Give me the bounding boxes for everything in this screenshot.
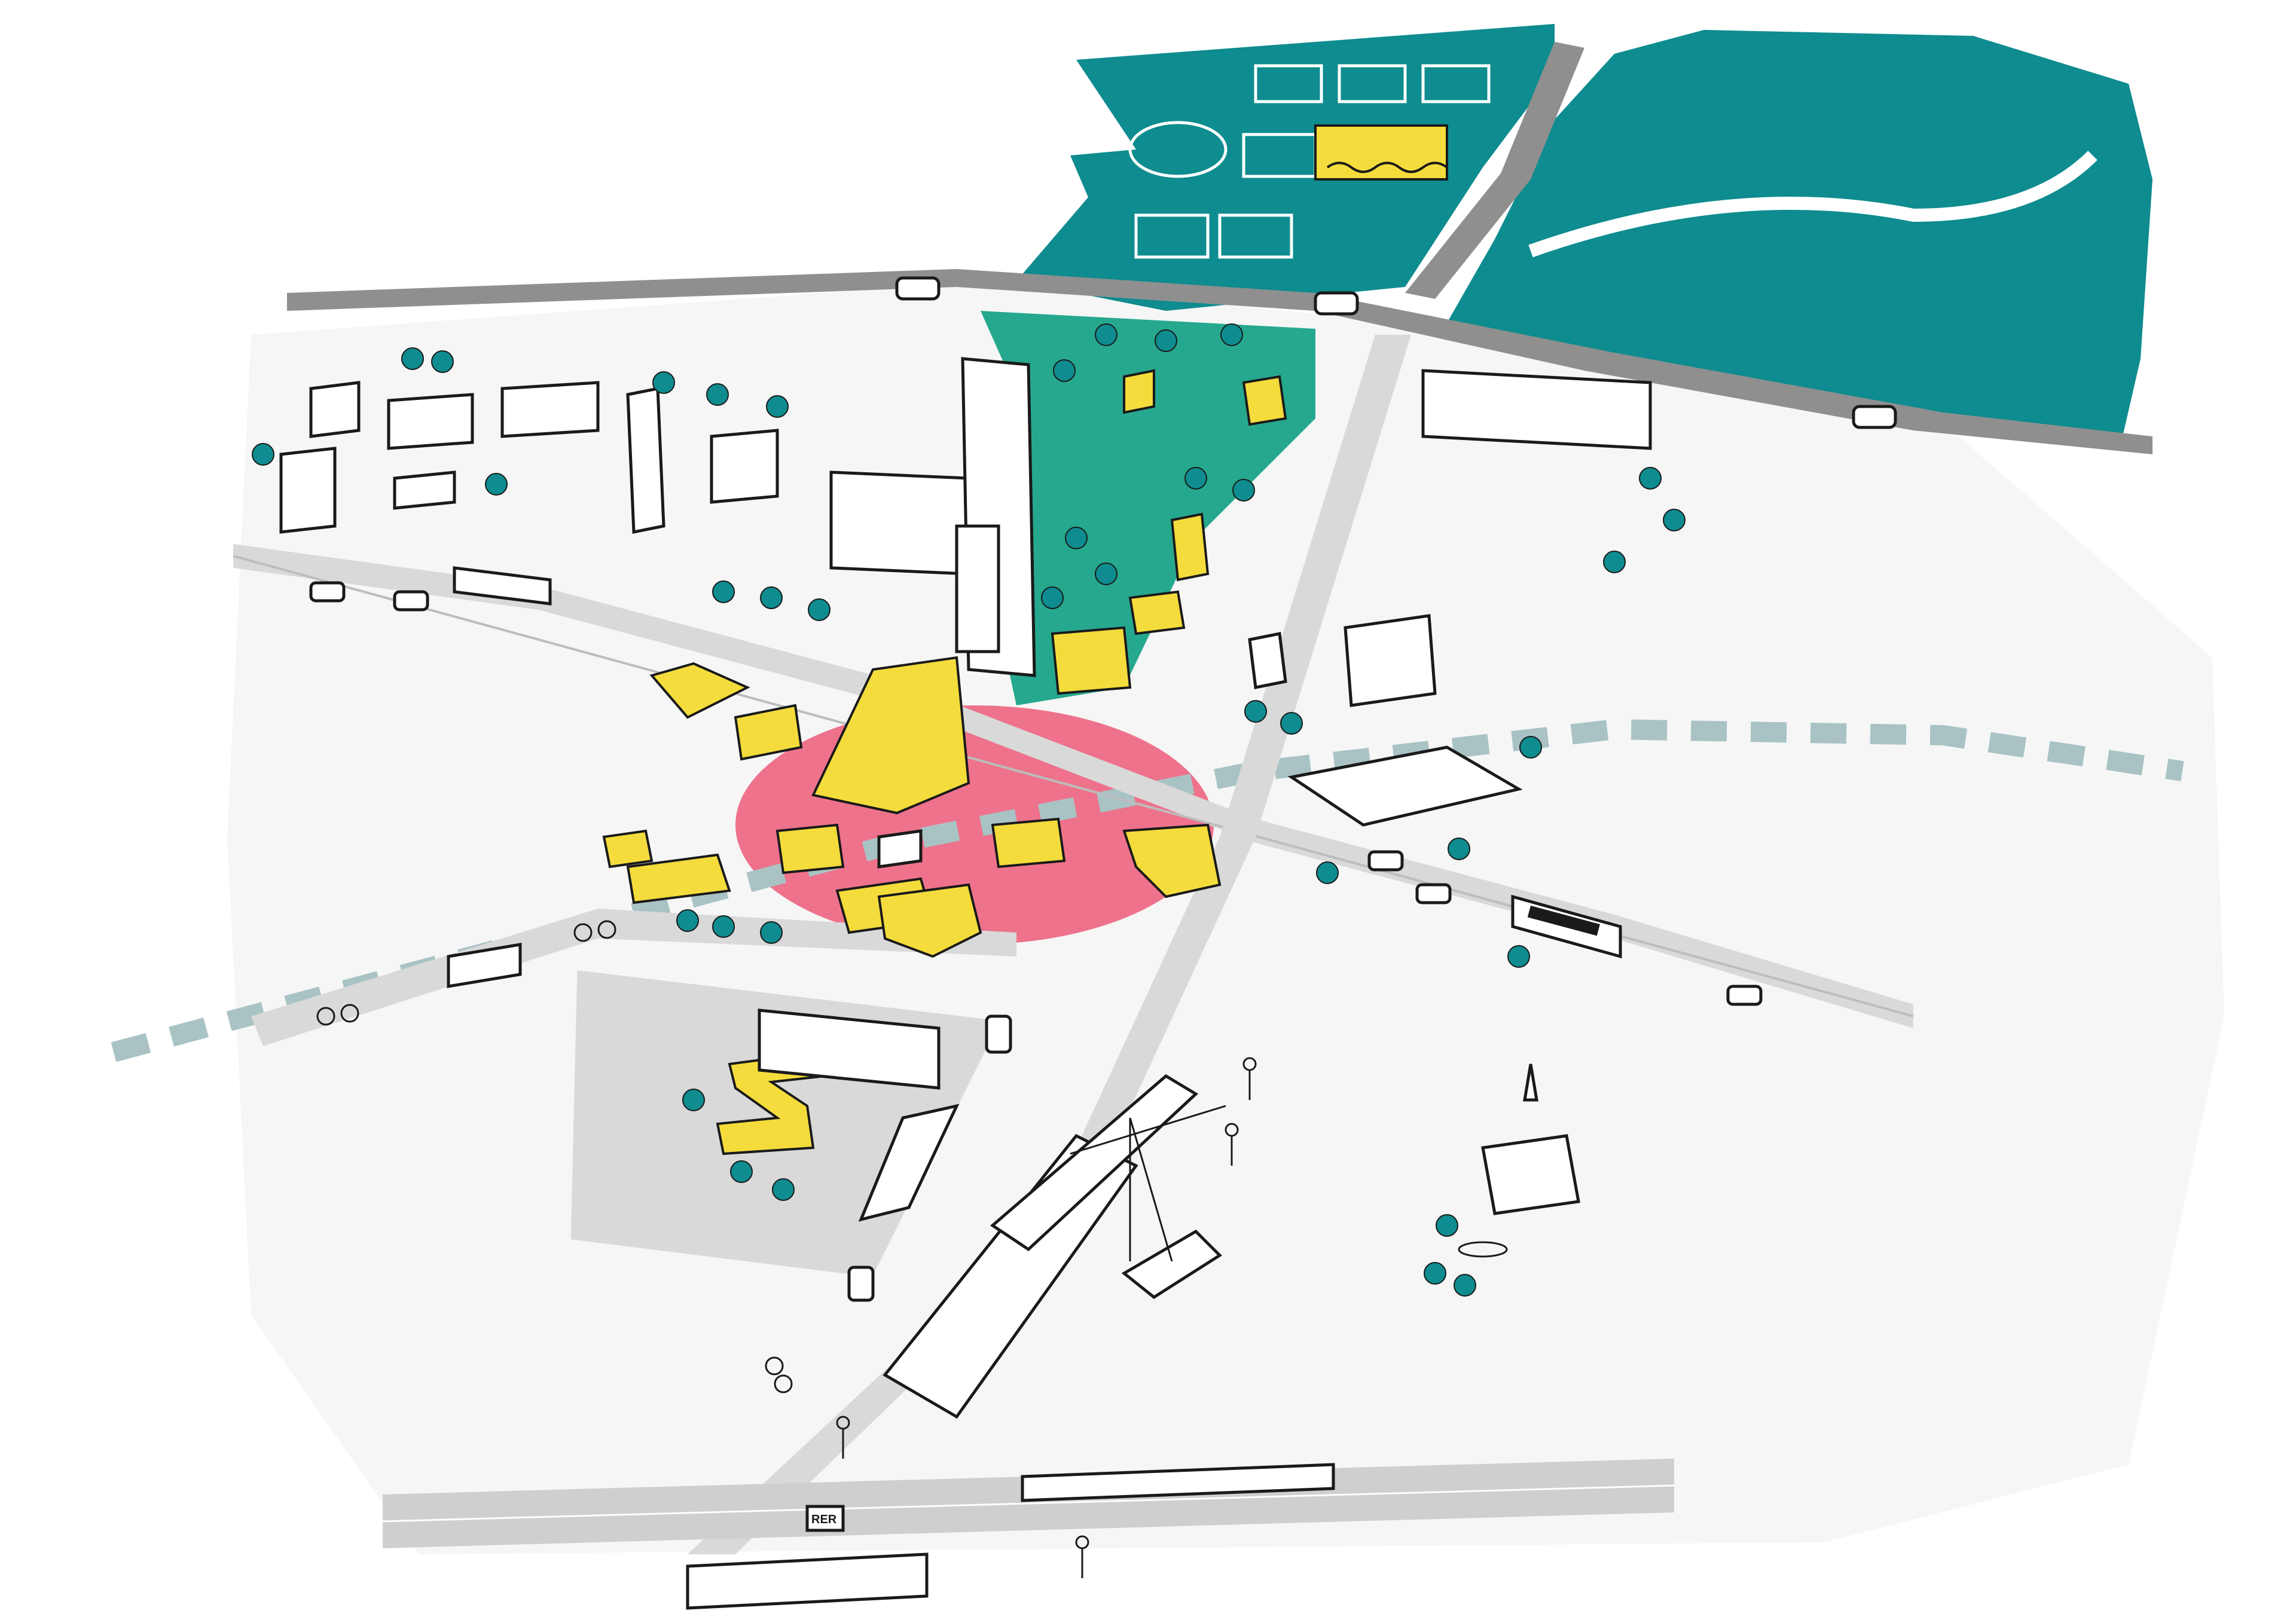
car-icon (1726, 985, 1763, 1006)
tree-icon (1232, 479, 1255, 502)
bicycle-icon (573, 920, 616, 942)
tree-icon (808, 598, 831, 621)
tree-icon (1095, 563, 1118, 585)
tree-icon (1053, 359, 1076, 382)
tree-icon (652, 371, 675, 394)
tree-icon (1244, 700, 1267, 723)
forest-path (1528, 151, 2097, 258)
tree-icon (1184, 467, 1207, 490)
tree-icon (1424, 1262, 1446, 1285)
tree-icon (252, 443, 274, 466)
town-hall-icon (1458, 1063, 1580, 1258)
pedestrian-icon (1075, 1535, 1089, 1578)
car-icon (309, 581, 346, 603)
sports-fields (1128, 64, 1491, 259)
bicycle-icon (765, 1356, 793, 1393)
tree-icon (682, 1089, 705, 1111)
tree-icon (772, 1178, 795, 1201)
crane-icon (1070, 1105, 1226, 1262)
tree-icon (485, 473, 508, 496)
tram-icon (453, 566, 552, 606)
pedestrian-icon (1242, 1057, 1257, 1100)
car-icon (1367, 850, 1404, 872)
tree-icon (1663, 509, 1686, 531)
tree-icon (431, 350, 454, 373)
car-icon (847, 1266, 875, 1302)
tree-icon (712, 915, 735, 938)
tree-icon (1519, 736, 1542, 759)
tree-icon (1603, 551, 1626, 573)
tree-icon (766, 395, 789, 418)
tree-icon (1095, 323, 1118, 346)
tree-icon (1065, 527, 1088, 549)
boulevard (688, 335, 1411, 1554)
tree-icon (1507, 945, 1530, 968)
tree-icon (760, 921, 783, 944)
bicycle-icon (316, 1004, 359, 1026)
car-icon (1852, 405, 1897, 429)
highway-branch (1405, 42, 1584, 299)
tree-icon (1316, 861, 1339, 884)
tree-icon (730, 1160, 753, 1183)
industrial-hall (883, 1074, 1222, 1419)
trees (252, 323, 1686, 1297)
tree-icon (706, 383, 729, 406)
main-avenue-rail (233, 555, 1914, 1017)
car-icon (1415, 883, 1452, 904)
tree-icon (1280, 712, 1303, 735)
tree-icon (1220, 323, 1243, 346)
bus-icon (447, 943, 522, 988)
tree-icon (1041, 586, 1064, 609)
green-corridor (981, 311, 1315, 705)
tree-icon (1448, 838, 1470, 860)
tree-icon (1436, 1214, 1458, 1237)
rer-station: RER (686, 1505, 929, 1610)
pedestrian-icon (836, 1416, 850, 1459)
aquatic-center (1314, 124, 1448, 181)
new-buildings (602, 369, 1287, 1156)
tram-icon (1511, 894, 1622, 959)
highway (287, 269, 2152, 454)
tree-icon (676, 909, 699, 932)
tree-icon (712, 580, 735, 603)
existing-buildings (279, 357, 1652, 1222)
tree-icon (1454, 1274, 1476, 1297)
pedestrian-icon (1225, 1123, 1239, 1166)
car-icon (985, 1014, 1012, 1054)
railway-ties (382, 1484, 1675, 1523)
tree-icon (1639, 467, 1662, 490)
station-sign: RER (811, 1513, 837, 1526)
tree-icon (401, 347, 424, 370)
forest (1447, 30, 2152, 436)
aquatic-center-wave (1326, 161, 1448, 173)
bus-icon (877, 829, 923, 869)
car-icon (895, 276, 941, 301)
tree-icon (760, 586, 783, 609)
train-icon (1021, 1463, 1335, 1502)
car-icon (1314, 291, 1359, 316)
car-icon (393, 590, 429, 612)
west-street (251, 909, 1016, 1046)
sports-park (1016, 24, 1555, 311)
tree-icon (1155, 329, 1177, 352)
